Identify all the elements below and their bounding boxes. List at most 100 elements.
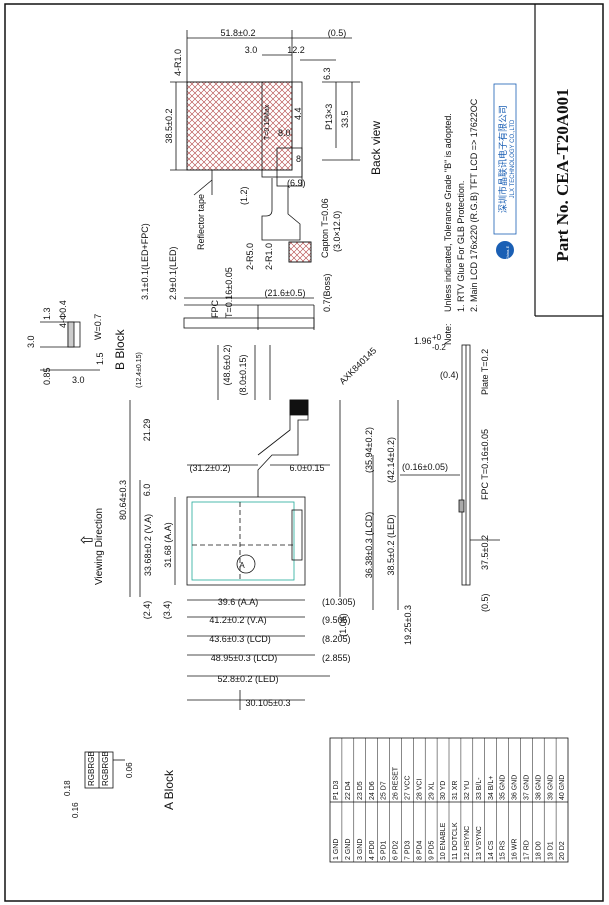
- company-name-en: JLX TECHNOLOGY CO.,LTD: [510, 119, 516, 198]
- arrow-left-icon: ⇦: [80, 532, 93, 549]
- dim-w07: W=0.7: [93, 314, 103, 340]
- company-logo: China-E 深圳市晶联讯电子有限公司 JLX TECHNOLOGY CO.,…: [493, 83, 517, 260]
- pin-cell: 15 RS: [500, 840, 507, 860]
- dim-43-6: 43.6±0.3 (LCD): [209, 634, 270, 644]
- dim-6-015: 6.0±0.15: [290, 463, 325, 473]
- dim-2-r50: 2-R5.0: [245, 243, 255, 270]
- dim-0-5-top: (0.5): [328, 28, 347, 38]
- dim-0-85: 0.85: [42, 367, 52, 385]
- dim-37-5: 37.5±0.2: [480, 535, 490, 570]
- pin-cell: 2 GND: [345, 839, 352, 860]
- dim-2-4: (2.4): [142, 601, 152, 620]
- side-section: [400, 344, 500, 586]
- dim-2-855: (2.855): [322, 653, 351, 663]
- note-title: Note:: [443, 323, 453, 345]
- part-number: Part No. CEA-T20A001: [553, 88, 572, 261]
- pin-cell: 17 RD: [523, 840, 530, 860]
- fpc-label: FPC: [210, 299, 220, 318]
- dim-31-2: (31.2±0.2): [190, 463, 231, 473]
- dim-35-94: (35.94±0.2): [364, 427, 374, 473]
- pin-cell: 33 B/L-: [476, 777, 483, 800]
- dim-38-5-led: 38.5±0.2 (LED): [386, 515, 396, 576]
- dim-9-505: (9.505): [322, 615, 351, 625]
- pin-cell: 3 GND: [357, 839, 364, 860]
- rgb-stripe-2: RGBRGB: [101, 751, 110, 786]
- dim-10-305: (10.305): [322, 597, 356, 607]
- dim-1-5: 1.5: [95, 352, 105, 365]
- dim-51-8: 51.8±0.2: [221, 28, 256, 38]
- pin-cell: 39 GND: [547, 775, 554, 800]
- pin-cell: 30 YD: [440, 781, 447, 800]
- pin-cell: 9 PD5: [428, 840, 435, 860]
- dim-80-64: 80.64±0.3: [118, 480, 128, 520]
- pin-cell: 12 HSYNC: [464, 826, 471, 860]
- a-block-detail: [84, 751, 125, 789]
- dim-1-96: 1.96: [414, 336, 432, 346]
- a-block-title: A Block: [162, 769, 176, 810]
- dim-0-4: (0.4): [440, 370, 459, 380]
- dim-4-phi04: 4-Φ0.4: [58, 300, 68, 328]
- dim-4-4: 4.4: [293, 107, 303, 120]
- detail-a-callout: A: [239, 561, 245, 570]
- pin-cell: 25 D7: [381, 781, 388, 800]
- b-block-title: B Block: [113, 328, 127, 370]
- dim-3-0: 3.0: [245, 45, 258, 55]
- company-name-cn: 深圳市晶联讯电子有限公司: [497, 105, 508, 213]
- pin-cell: P1 D3: [333, 780, 340, 800]
- dim-a-0-06: 0.06: [125, 762, 134, 778]
- pin-cell: 26 RESET: [393, 766, 400, 800]
- reflector-tape-label: Reflector tape: [196, 194, 206, 250]
- pin-cell: 5 PD1: [381, 840, 388, 860]
- dim-p13: P13×3: [324, 104, 334, 130]
- fpc-thickness-right: FPC T=0.16±0.05: [480, 429, 490, 500]
- pin-cell: 35 GND: [500, 775, 507, 800]
- pin-cell: 16 WR: [512, 839, 519, 860]
- viewing-direction: Viewing Direction: [94, 508, 105, 585]
- note-line-1: 1. RTV Glue For GLB Protection.: [456, 181, 466, 312]
- dim-6-9: (6.9): [287, 178, 306, 188]
- dim-52-8: 52.8±0.2 (LED): [218, 674, 279, 684]
- pin-cell: 20 D2: [559, 841, 566, 860]
- dim-b-3-0-bottom: 3.0: [72, 375, 85, 385]
- pin-cell: 11 DOTCLK: [452, 822, 459, 860]
- dim-12-2: 12.2: [287, 45, 305, 55]
- pin-cell: 14 CS: [488, 840, 495, 860]
- b-block-detail: [40, 321, 100, 371]
- pin-cell: 29 XL: [428, 782, 435, 800]
- dim-3-1-led-fpc: 3.1±0.1(LED+FPC): [140, 223, 150, 300]
- dim-t015: T=0.15Max: [264, 104, 271, 140]
- pin-cell: 37 GND: [523, 775, 530, 800]
- dim-33-68: 33.68±0.2 (V.A): [143, 514, 153, 576]
- dim-0-16: (0.16±0.05): [402, 462, 448, 472]
- dim-42-14: (42.14±0.2): [386, 437, 396, 483]
- dim-8-205: (8.205): [322, 634, 351, 644]
- dim-b-3-0: 3.0: [26, 335, 36, 348]
- pin-cell: 6 PD2: [393, 840, 400, 860]
- pin-cell: 32 YU: [464, 781, 471, 800]
- dim-12-4: (12.4±0.15): [136, 352, 143, 388]
- dim-19-25: 19.25±0.3: [403, 605, 413, 645]
- pin-cell: 24 D6: [369, 781, 376, 800]
- dim-b-1-3: 1.3: [42, 307, 52, 320]
- dim-0-5-right: (0.5): [480, 593, 490, 612]
- dim-48-6: (48.6±0.2): [222, 345, 232, 386]
- dim-36-38: 36.38±0.3 (LCD): [364, 512, 374, 578]
- dim-tol-minus: -0.2: [432, 343, 446, 352]
- brand-mark: China-E: [505, 245, 510, 260]
- back-view-title: Back view: [369, 121, 383, 175]
- note-line-0: Unless indicated, Tolerance Grade "B" is…: [443, 113, 453, 312]
- pin-cell: 22 D4: [345, 781, 352, 800]
- side-profile: [183, 297, 315, 330]
- pin-cell: 10 ENABLE: [440, 822, 447, 860]
- dim-30-105: 30.105±0.3: [246, 698, 291, 708]
- dim-8-015: (8.0±0.15): [238, 355, 248, 396]
- dim-33-5: 33.5: [340, 110, 350, 128]
- dim-39-6: 39.6 (A.A): [218, 597, 259, 607]
- back-view: [170, 30, 360, 263]
- dim-48-95: 48.95±0.3 (LCD): [211, 653, 277, 663]
- dim-4-r1: 4-R1.0: [173, 49, 183, 76]
- pin-cell: 8 PD4: [416, 840, 423, 860]
